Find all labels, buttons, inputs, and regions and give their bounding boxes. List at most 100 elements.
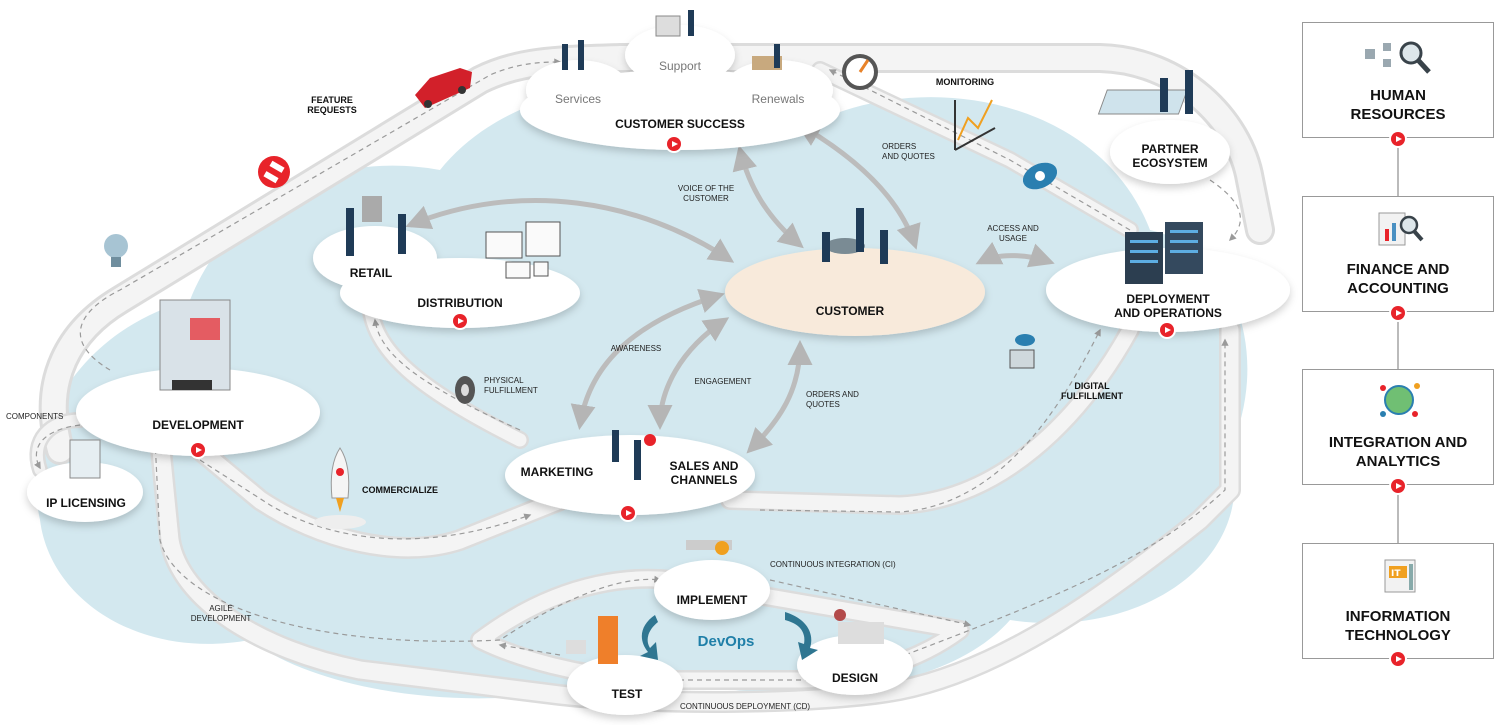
integration-title: INTEGRATION AND ANALYTICS bbox=[1303, 434, 1493, 472]
voice-of-customer-label: VOICE OF THE CUSTOMER bbox=[666, 184, 746, 204]
hr-title-line2: RESOURCES bbox=[1350, 105, 1446, 123]
integration-title-line1: INTEGRATION AND bbox=[1328, 434, 1468, 451]
deployment-play-button[interactable] bbox=[1160, 323, 1174, 337]
sidebar-connector bbox=[1397, 140, 1399, 550]
deployment-label-line1: DEPLOYMENT bbox=[1126, 292, 1210, 306]
physical-line1: PHYSICAL bbox=[484, 376, 524, 385]
commercialize-label: COMMERCIALIZE bbox=[362, 485, 438, 495]
agile-line1: AGILE bbox=[209, 604, 233, 613]
renewals-platform bbox=[723, 60, 833, 120]
ip-licensing-platform bbox=[27, 462, 143, 522]
eye-icon bbox=[1022, 162, 1058, 190]
integration-play-button[interactable] bbox=[1391, 479, 1405, 493]
partner-label-line1: PARTNER bbox=[1141, 142, 1199, 156]
digital-fulfillment-line1: DIGITAL bbox=[1074, 381, 1110, 391]
renewals-people-icon bbox=[752, 44, 782, 70]
it-server-icon: IT bbox=[1379, 556, 1423, 596]
sidebar-item-human-resources[interactable]: HUMAN RESOURCES bbox=[1302, 22, 1494, 138]
people-customer-icon bbox=[822, 208, 888, 264]
sidebar-item-finance-accounting[interactable]: FINANCE AND ACCOUNTING bbox=[1302, 196, 1494, 312]
customer-success-play-button[interactable] bbox=[667, 137, 681, 151]
renewals-label: Renewals bbox=[751, 92, 805, 106]
partner-label-line2: ECOSYSTEM bbox=[1132, 155, 1208, 170]
deployment-platform bbox=[1046, 248, 1290, 332]
design-label: DESIGN bbox=[831, 671, 878, 685]
cloud-monitor-icon bbox=[1009, 334, 1035, 369]
finance-title-line1: FINANCE AND bbox=[1346, 261, 1450, 278]
devops-label: DevOps bbox=[697, 633, 755, 650]
support-platform bbox=[625, 25, 735, 85]
services-people-icon bbox=[562, 40, 584, 70]
voice-line1: VOICE OF THE bbox=[677, 184, 735, 193]
hr-play-button[interactable] bbox=[1391, 132, 1405, 146]
distribution-play-button[interactable] bbox=[453, 314, 467, 328]
finance-report-icon bbox=[1375, 209, 1425, 249]
implement-label: IMPLEMENT bbox=[676, 593, 748, 607]
node-platforms bbox=[27, 25, 1290, 715]
test-label: TEST bbox=[611, 687, 643, 701]
voice-line2: CUSTOMER bbox=[683, 194, 729, 203]
development-board-icon bbox=[159, 299, 231, 391]
hr-title-line1: HUMAN bbox=[1370, 87, 1426, 104]
retail-people-icon bbox=[346, 196, 406, 256]
devops-arrow-right bbox=[785, 612, 818, 660]
devops-arrow-left bbox=[640, 615, 658, 660]
monitoring-label: MONITORING bbox=[935, 77, 995, 87]
customer-success-label: CUSTOMER SUCCESS bbox=[615, 117, 745, 131]
server-rack-icon bbox=[1125, 222, 1203, 284]
components-label: COMPONENTS bbox=[6, 412, 64, 421]
engagement-label: ENGAGEMENT bbox=[694, 377, 752, 386]
support-label: Support bbox=[658, 59, 702, 73]
design-platform bbox=[797, 635, 913, 695]
development-platform bbox=[76, 368, 320, 456]
devices-icon bbox=[485, 221, 561, 279]
physical-fulfillment-label: PHYSICAL FULFILLMENT bbox=[484, 376, 548, 396]
orders-quotes-top-line2: AND QUOTES bbox=[882, 152, 935, 161]
interaction-arrows bbox=[405, 122, 1055, 454]
agile-line2: DEVELOPMENT bbox=[190, 614, 252, 623]
first-aid-icon bbox=[258, 156, 290, 188]
it-title: INFORMATION TECHNOLOGY bbox=[1303, 608, 1493, 646]
feature-requests-label: FEATURE REQUESTS bbox=[292, 95, 372, 116]
monitoring-chart-icon bbox=[954, 99, 996, 151]
car-icon bbox=[415, 68, 472, 108]
finance-title: FINANCE AND ACCOUNTING bbox=[1303, 261, 1493, 299]
implement-platform bbox=[654, 560, 770, 620]
globe-analytics-icon bbox=[1375, 378, 1425, 422]
access-line1: ACCESS AND bbox=[987, 224, 1039, 233]
sales-label-line2: CHANNELS bbox=[670, 472, 738, 487]
sales-label: SALES AND CHANNELS bbox=[654, 459, 754, 488]
digital-fulfillment-line2: FULFILLMENT bbox=[1061, 391, 1123, 402]
orders-quotes-top-label: ORDERS AND QUOTES bbox=[882, 142, 946, 162]
devops-cycle-arrows bbox=[640, 612, 818, 660]
development-play-button[interactable] bbox=[191, 443, 205, 457]
document-icon bbox=[69, 439, 101, 479]
access-usage-label: ACCESS AND USAGE bbox=[978, 224, 1048, 244]
finance-play-button[interactable] bbox=[1391, 306, 1405, 320]
distribution-label: DISTRIBUTION bbox=[417, 296, 503, 310]
partner-platform bbox=[1110, 120, 1230, 184]
awareness-label: AWARENESS bbox=[610, 344, 662, 353]
lightbulb-icon bbox=[104, 234, 128, 267]
sidebar-item-integration-analytics[interactable]: INTEGRATION AND ANALYTICS bbox=[1302, 369, 1494, 485]
retail-label: RETAIL bbox=[349, 266, 393, 280]
marketing-sales-platform bbox=[505, 435, 755, 515]
test-platform bbox=[567, 655, 683, 715]
sidebar-item-information-technology[interactable]: IT INFORMATION TECHNOLOGY bbox=[1302, 543, 1494, 659]
implement-worker-icon bbox=[686, 540, 732, 555]
physical-line2: FULFILLMENT bbox=[484, 386, 538, 395]
design-worker-icon bbox=[834, 609, 884, 644]
services-platform bbox=[526, 60, 630, 120]
marketing-sales-play-button[interactable] bbox=[621, 506, 635, 520]
ip-licensing-label: IP LICENSING bbox=[46, 496, 126, 510]
gauge-icon bbox=[842, 54, 878, 90]
cd-label: CONTINUOUS DEPLOYMENT (CD) bbox=[680, 702, 811, 711]
orders-quotes-mid-line2: QUOTES bbox=[806, 400, 840, 409]
agile-development-label: AGILE DEVELOPMENT bbox=[186, 604, 256, 624]
feature-requests-line1: FEATURE bbox=[311, 95, 353, 105]
development-label: DEVELOPMENT bbox=[152, 418, 244, 432]
marketing-label: MARKETING bbox=[520, 465, 594, 479]
deployment-label: DEPLOYMENT AND OPERATIONS bbox=[1100, 292, 1236, 321]
it-play-button[interactable] bbox=[1391, 652, 1405, 666]
orders-quotes-top-line1: ORDERS bbox=[882, 142, 917, 151]
